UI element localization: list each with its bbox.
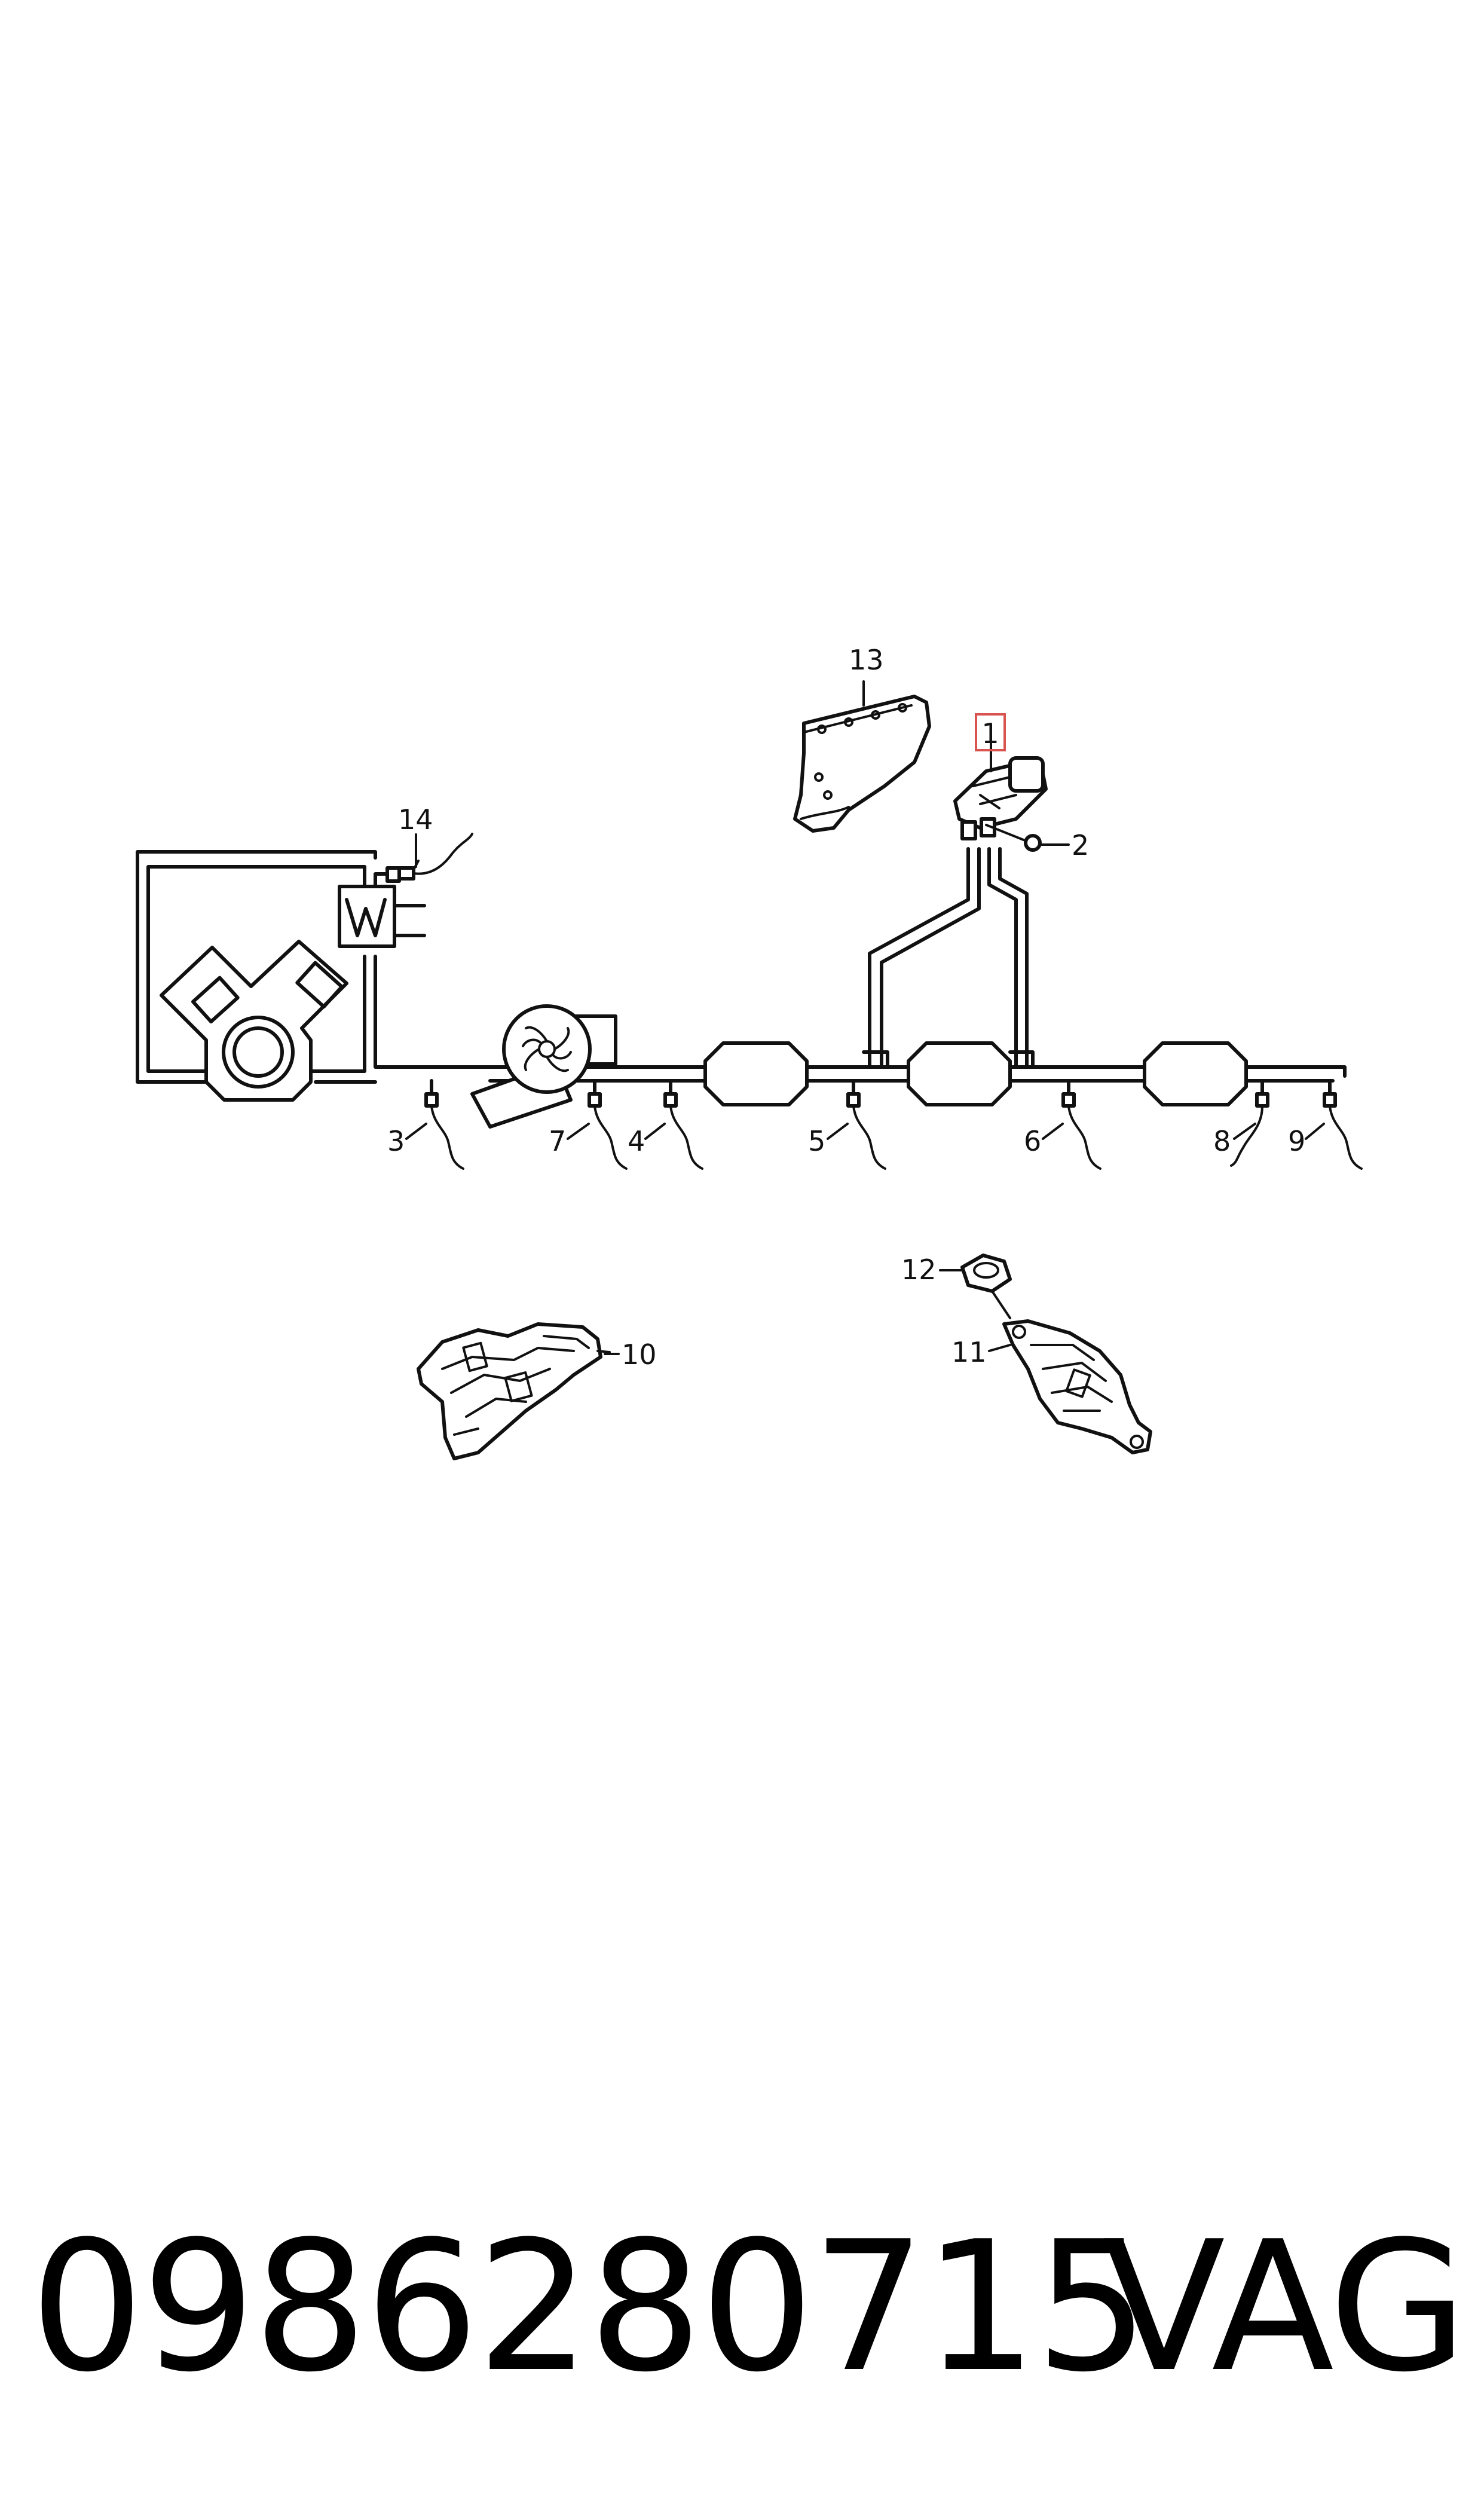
callout-8: 8 [1213,1125,1231,1157]
callout-5: 5 [808,1125,825,1157]
bracket-11 [1002,1319,1152,1454]
callout-4: 4 [628,1125,645,1157]
turbocharger [470,1004,617,1129]
callout-14: 14 [398,803,433,836]
callout-1-highlight-box [975,713,1006,751]
pressure-lines [862,847,1035,1069]
callout-12: 12 [901,1254,937,1286]
sensor-7 [588,1079,628,1170]
callout-11: 11 [951,1336,987,1368]
callout-9: 9 [1288,1125,1305,1157]
heat-shield-13 [793,695,931,833]
cooler-box [338,866,426,948]
sensor-3 [424,1079,464,1170]
callout-10: 10 [622,1338,657,1371]
leader-lines [405,680,1325,1355]
catalyst-3 [1143,1041,1248,1106]
callout-1: 1 [981,717,999,750]
part-number: 0986280715 [30,2203,1149,2411]
screw-2 [985,824,1042,852]
engine-bay-frame [136,850,492,1084]
callout-7: 7 [549,1125,566,1157]
pressure-sensor-1 [953,756,1048,840]
callout-6: 6 [1024,1125,1041,1157]
sensor-4 [663,1079,703,1170]
callout-2: 2 [1072,829,1089,861]
engine-symbol [160,940,348,1102]
sensor-14 [397,833,473,881]
catalyst-1 [703,1041,809,1106]
catalyst-2 [907,1041,1012,1106]
callout-13: 13 [849,644,884,676]
callout-3: 3 [387,1125,405,1157]
nut-12 [960,1254,1012,1319]
sensor-6 [1061,1079,1101,1170]
sensor-8 [1230,1079,1269,1167]
bracket-10 [417,1322,611,1460]
sensor-9 [1323,1079,1363,1170]
brand-name: VAG [1103,2203,1467,2411]
sensor-5 [846,1079,886,1170]
